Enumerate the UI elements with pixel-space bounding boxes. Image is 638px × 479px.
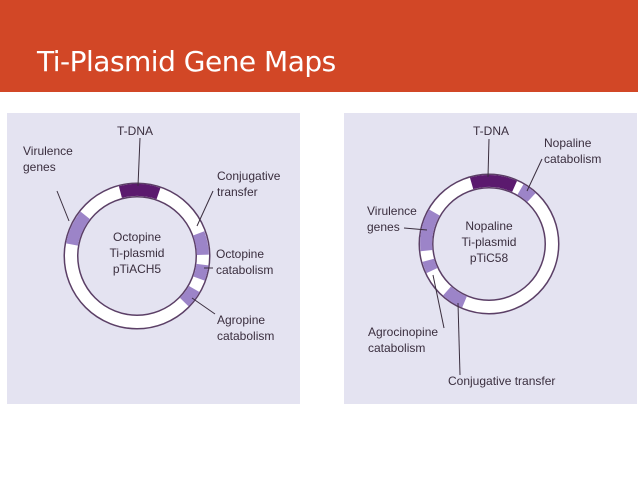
tdna-label: T-DNA: [473, 124, 509, 138]
nopaline-catabolism-label-line2: catabolism: [544, 152, 601, 166]
virulence-label-line1: Virulence: [23, 144, 73, 158]
agropine-catabolism-label-line2: catabolism: [217, 329, 274, 343]
title-bar: Ti-Plasmid Gene Maps: [0, 0, 638, 92]
virulence-label-line1: Virulence: [367, 204, 417, 218]
plasmid-name-line1: Octopine: [113, 230, 161, 244]
octopine-catabolism-label-line1: Octopine: [216, 247, 264, 261]
plasmid-name-line2: Ti-plasmid: [110, 246, 165, 260]
conjugative-label-line1: Conjugative: [217, 169, 281, 183]
octopine-plasmid-map: Octopine Ti-plasmid pTiACH5 T-DNA Virule…: [7, 113, 300, 404]
plasmid-name-line3: pTiC58: [470, 251, 509, 265]
octopine-catabolism-label-line2: catabolism: [216, 263, 273, 277]
nopaline-catabolism-label-line1: Nopaline: [544, 136, 592, 150]
virulence-segment: [420, 209, 440, 252]
agrocinopine-catabolism-label-line2: catabolism: [368, 341, 425, 355]
plasmid-name-line2: Ti-plasmid: [462, 235, 517, 249]
plasmid-name-line1: Nopaline: [465, 219, 513, 233]
octopine-plasmid-diagram: Octopine Ti-plasmid pTiACH5 T-DNA Virule…: [23, 124, 281, 343]
octopine-catabolism-segment: [193, 263, 209, 281]
conjugative-segment: [443, 286, 468, 308]
conjugative-segment: [193, 231, 209, 256]
agropine-catabolism-segment: [179, 285, 200, 307]
conjugative-label-line2: transfer: [217, 185, 258, 199]
leader-lines: [403, 138, 543, 376]
virulence-label-line2: genes: [367, 220, 400, 234]
virulence-label-line2: genes: [23, 160, 56, 174]
conjugative-label: Conjugative transfer: [448, 374, 555, 388]
tdna-segment: [118, 184, 161, 200]
leader-lines: [56, 137, 216, 315]
tdna-label: T-DNA: [117, 124, 153, 138]
plasmid-name-line3: pTiACH5: [113, 262, 162, 276]
slide-title: Ti-Plasmid Gene Maps: [37, 45, 336, 78]
nopaline-catabolism-segment: [517, 184, 536, 203]
nopaline-plasmid-diagram: Nopaline Ti-plasmid pTiC58 T-DNA Nopalin…: [367, 124, 601, 388]
nopaline-plasmid-map: Nopaline Ti-plasmid pTiC58 T-DNA Nopalin…: [344, 113, 637, 404]
agrocinopine-catabolism-segment: [422, 258, 438, 274]
virulence-segment: [66, 211, 91, 246]
tdna-segment: [469, 174, 518, 192]
agrocinopine-catabolism-label-line1: Agrocinopine: [368, 325, 438, 339]
agropine-catabolism-label-line1: Agropine: [217, 313, 265, 327]
